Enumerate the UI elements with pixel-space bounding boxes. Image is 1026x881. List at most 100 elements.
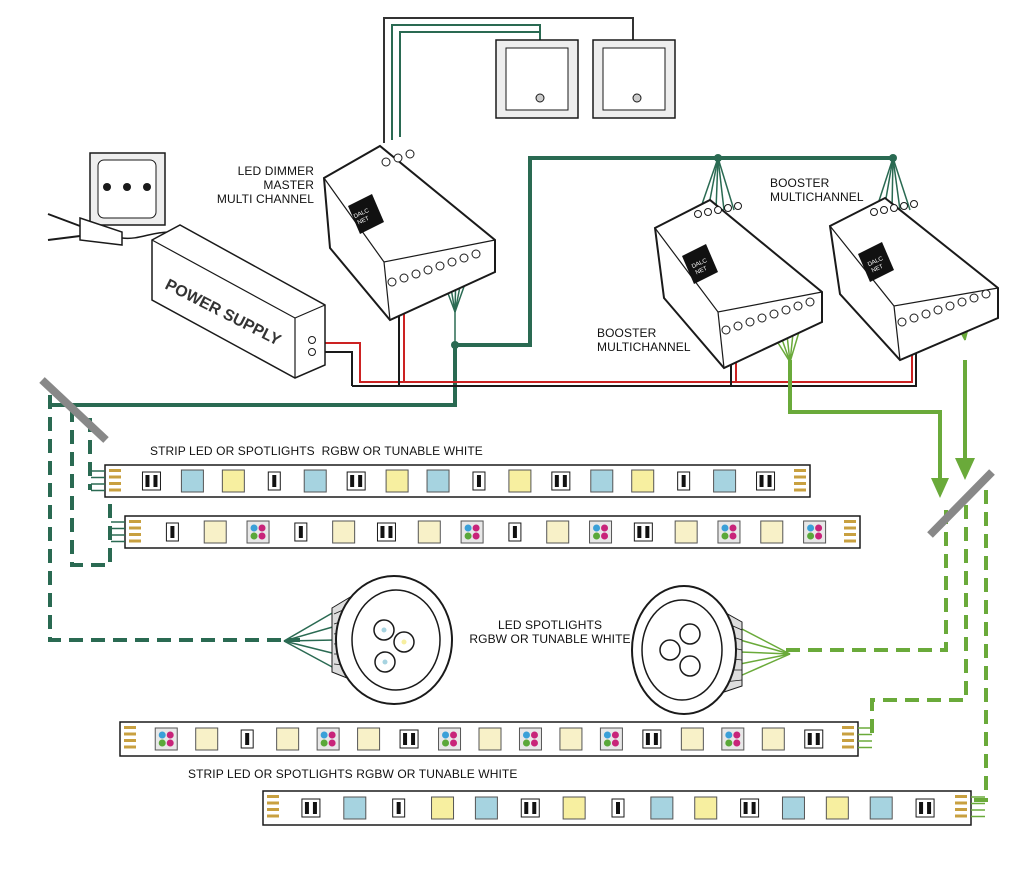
strip-pad (794, 488, 806, 492)
resistor (562, 475, 567, 487)
resistor (298, 526, 303, 538)
strip-pad (794, 475, 806, 479)
spotlights-label-line2: RGBW OR TUNABLE WHITE (469, 632, 631, 646)
strip-bottom-label: STRIP LED OR SPOTLIGHTS RGBW OR TUNABLE … (188, 767, 518, 781)
rgb-red-dot (472, 532, 480, 540)
led-chip (631, 469, 655, 493)
resistor (759, 475, 764, 487)
booster-1-input-terminals (694, 202, 742, 218)
rgb-led-chip (316, 727, 340, 751)
rgb-red-dot (472, 524, 480, 532)
strip-body (104, 464, 811, 498)
rgb-red-dot (733, 739, 741, 747)
strip-top-label: STRIP LED OR SPOTLIGHTS RGBW OR TUNABLE … (150, 444, 483, 458)
booster-input-fans (699, 157, 911, 211)
rgb-red-dot (450, 739, 458, 747)
rgb-led-chip (518, 727, 542, 751)
rgb-red-dot (328, 739, 336, 747)
resistor-pair (520, 798, 540, 818)
booster-module-1: DALC NET (653, 198, 823, 370)
rgb-blue-dot (464, 524, 472, 532)
rgb-red-dot (166, 739, 174, 747)
strip-pad (844, 526, 856, 530)
rgb-red-dot (601, 524, 609, 532)
resistor (927, 802, 932, 814)
rgb-red-dot (733, 731, 741, 739)
rgb-led-chip (803, 520, 827, 544)
rgb-red-dot (729, 524, 737, 532)
resistor-pair (301, 798, 321, 818)
rgb-red-dot (611, 739, 619, 747)
rgb-green-dot (442, 739, 450, 747)
led-chip (180, 469, 204, 493)
strip-body (124, 515, 861, 549)
rgb-blue-dot (721, 524, 729, 532)
dimmer-label: LED DIMMER MASTER MULTI CHANNEL (190, 164, 314, 206)
rgb-red-dot (166, 731, 174, 739)
led-chip (431, 796, 455, 820)
booster-top-label-line1: BOOSTER (770, 176, 830, 190)
resistor (653, 733, 658, 745)
strip-pad (124, 732, 136, 736)
strip-pad (794, 469, 806, 472)
strip-pad (129, 533, 141, 536)
booster-2-terminals (897, 289, 991, 327)
led-chip (357, 727, 381, 751)
strip-pad (955, 814, 967, 818)
spotlights-label-line1: LED SPOTLIGHTS (497, 618, 603, 632)
resistor (388, 526, 393, 538)
resistor (512, 526, 517, 538)
rgb-blue-dot (725, 731, 733, 739)
resistor (645, 733, 650, 745)
led-strip-3 (119, 721, 872, 757)
strip-pad (267, 808, 279, 811)
rgb-red-dot (815, 532, 823, 540)
strip-pad (109, 469, 121, 472)
rgb-green-dot (603, 739, 611, 747)
resistor (637, 526, 642, 538)
booster-top-label: BOOSTER MULTICHANNEL (770, 176, 890, 204)
led-chip (760, 520, 784, 544)
rgb-led-chip (438, 727, 462, 751)
rgb-led-chip (717, 520, 741, 544)
led-chip (825, 796, 849, 820)
rgb-red-dot (729, 532, 737, 540)
dark-green-bus (48, 156, 895, 407)
led-chip (559, 727, 583, 751)
resistor (153, 475, 158, 487)
rgb-led-chip (721, 727, 745, 751)
strip-pad (955, 808, 967, 811)
strip-pad (124, 745, 136, 749)
strip-pad (794, 482, 806, 485)
led-chip (713, 469, 737, 493)
booster-top-label-line2: MULTICHANNEL (770, 190, 864, 204)
strip-pad (844, 539, 856, 543)
rgb-led-chip (599, 727, 623, 751)
resistor (304, 802, 309, 814)
resistor-pair (804, 729, 824, 749)
rgb-green-dot (250, 532, 258, 540)
module-brand-6: NET (871, 264, 885, 275)
rgb-blue-dot (603, 731, 611, 739)
strip-pad (124, 739, 136, 742)
led-chip (590, 469, 614, 493)
rgb-green-dot (807, 532, 815, 540)
rgb-led-chip (154, 727, 178, 751)
led-chip (694, 796, 718, 820)
right-dashed-feeds (780, 490, 988, 802)
strip-pad (267, 801, 279, 805)
switch-wires (383, 17, 634, 143)
module-brand-2: NET (357, 216, 371, 227)
rgb-red-dot (530, 739, 538, 747)
led-chip (332, 520, 356, 544)
strip-pad (129, 539, 141, 543)
rgb-led-chip (589, 520, 613, 544)
led-chip (674, 520, 698, 544)
strip-pad (842, 739, 854, 742)
led-chip (221, 469, 245, 493)
led-strip-2 (111, 515, 861, 549)
rgb-green-dot (158, 739, 166, 747)
led-chip (478, 727, 502, 751)
led-chip (650, 796, 674, 820)
